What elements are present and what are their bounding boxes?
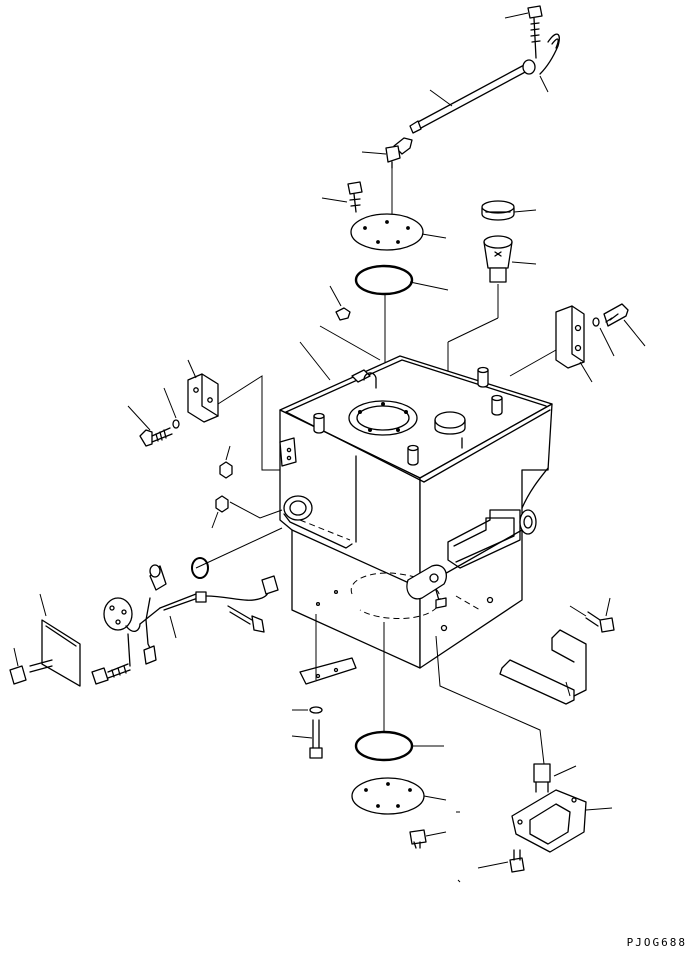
bottom-washer-bolt [291, 706, 323, 759]
sensor-oring [191, 557, 209, 579]
left-bolt-washer [127, 387, 180, 447]
sensor-bolt [227, 605, 265, 633]
drain-plate-strip [299, 657, 357, 685]
hydraulic-tank [279, 355, 553, 669]
nut-top [319, 285, 381, 361]
nut-left-1 [219, 445, 233, 479]
top-cover-plate [350, 213, 447, 251]
right-bolt-washer [592, 303, 646, 357]
left-bracket [187, 359, 280, 471]
bracket-hook [539, 33, 560, 93]
level-gauge [406, 564, 447, 609]
bottom-gasket [354, 622, 444, 762]
nut-left-2 [211, 495, 283, 529]
bottom-cover-plate [351, 777, 447, 815]
drain-valve [533, 763, 577, 793]
elbow-fitting [361, 137, 413, 215]
handle-bolt [569, 597, 615, 633]
sensor-mount-bolt [91, 663, 131, 685]
drawing-reference-code: PJOG688 [626, 936, 687, 949]
right-bracket [509, 305, 593, 383]
guard-bolt [477, 849, 525, 873]
drain-guard [511, 789, 613, 853]
top-bolt [504, 5, 543, 59]
tank-handle [447, 467, 549, 569]
sensor-cap [149, 564, 167, 591]
side-cover [9, 593, 81, 687]
breather-pipe [409, 59, 536, 134]
filler-cap [481, 200, 537, 221]
step-handle [499, 629, 587, 705]
bottom-cover-bolt [409, 829, 447, 849]
cover-bolt-top [321, 181, 363, 213]
level-sensor [103, 575, 279, 667]
